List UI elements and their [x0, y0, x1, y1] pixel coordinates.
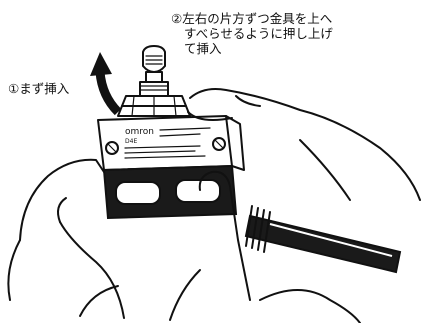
brand-mark: omron: [125, 127, 154, 137]
up-arrow-icon: [90, 52, 122, 116]
step2-label: ②左右の片方ずつ金具を上へ すべらせるように押し上げ て挿入: [171, 11, 333, 56]
switch-body: omron D4E: [97, 115, 245, 171]
threaded-bushing: [117, 81, 191, 117]
step2-line1: ②左右の片方ずつ金具を上へ: [171, 11, 333, 26]
rubber-mount: [102, 164, 238, 220]
left-hand: [7, 158, 125, 319]
step2-line3: て挿入: [184, 41, 222, 56]
model-mark: D4E: [125, 138, 137, 145]
step1-label: ①まず挿入: [8, 81, 70, 96]
plunger: [142, 45, 166, 83]
cable: [244, 205, 402, 274]
right-hand: [169, 88, 421, 323]
step2-line2: すべらせるように押し上げ: [184, 26, 333, 41]
